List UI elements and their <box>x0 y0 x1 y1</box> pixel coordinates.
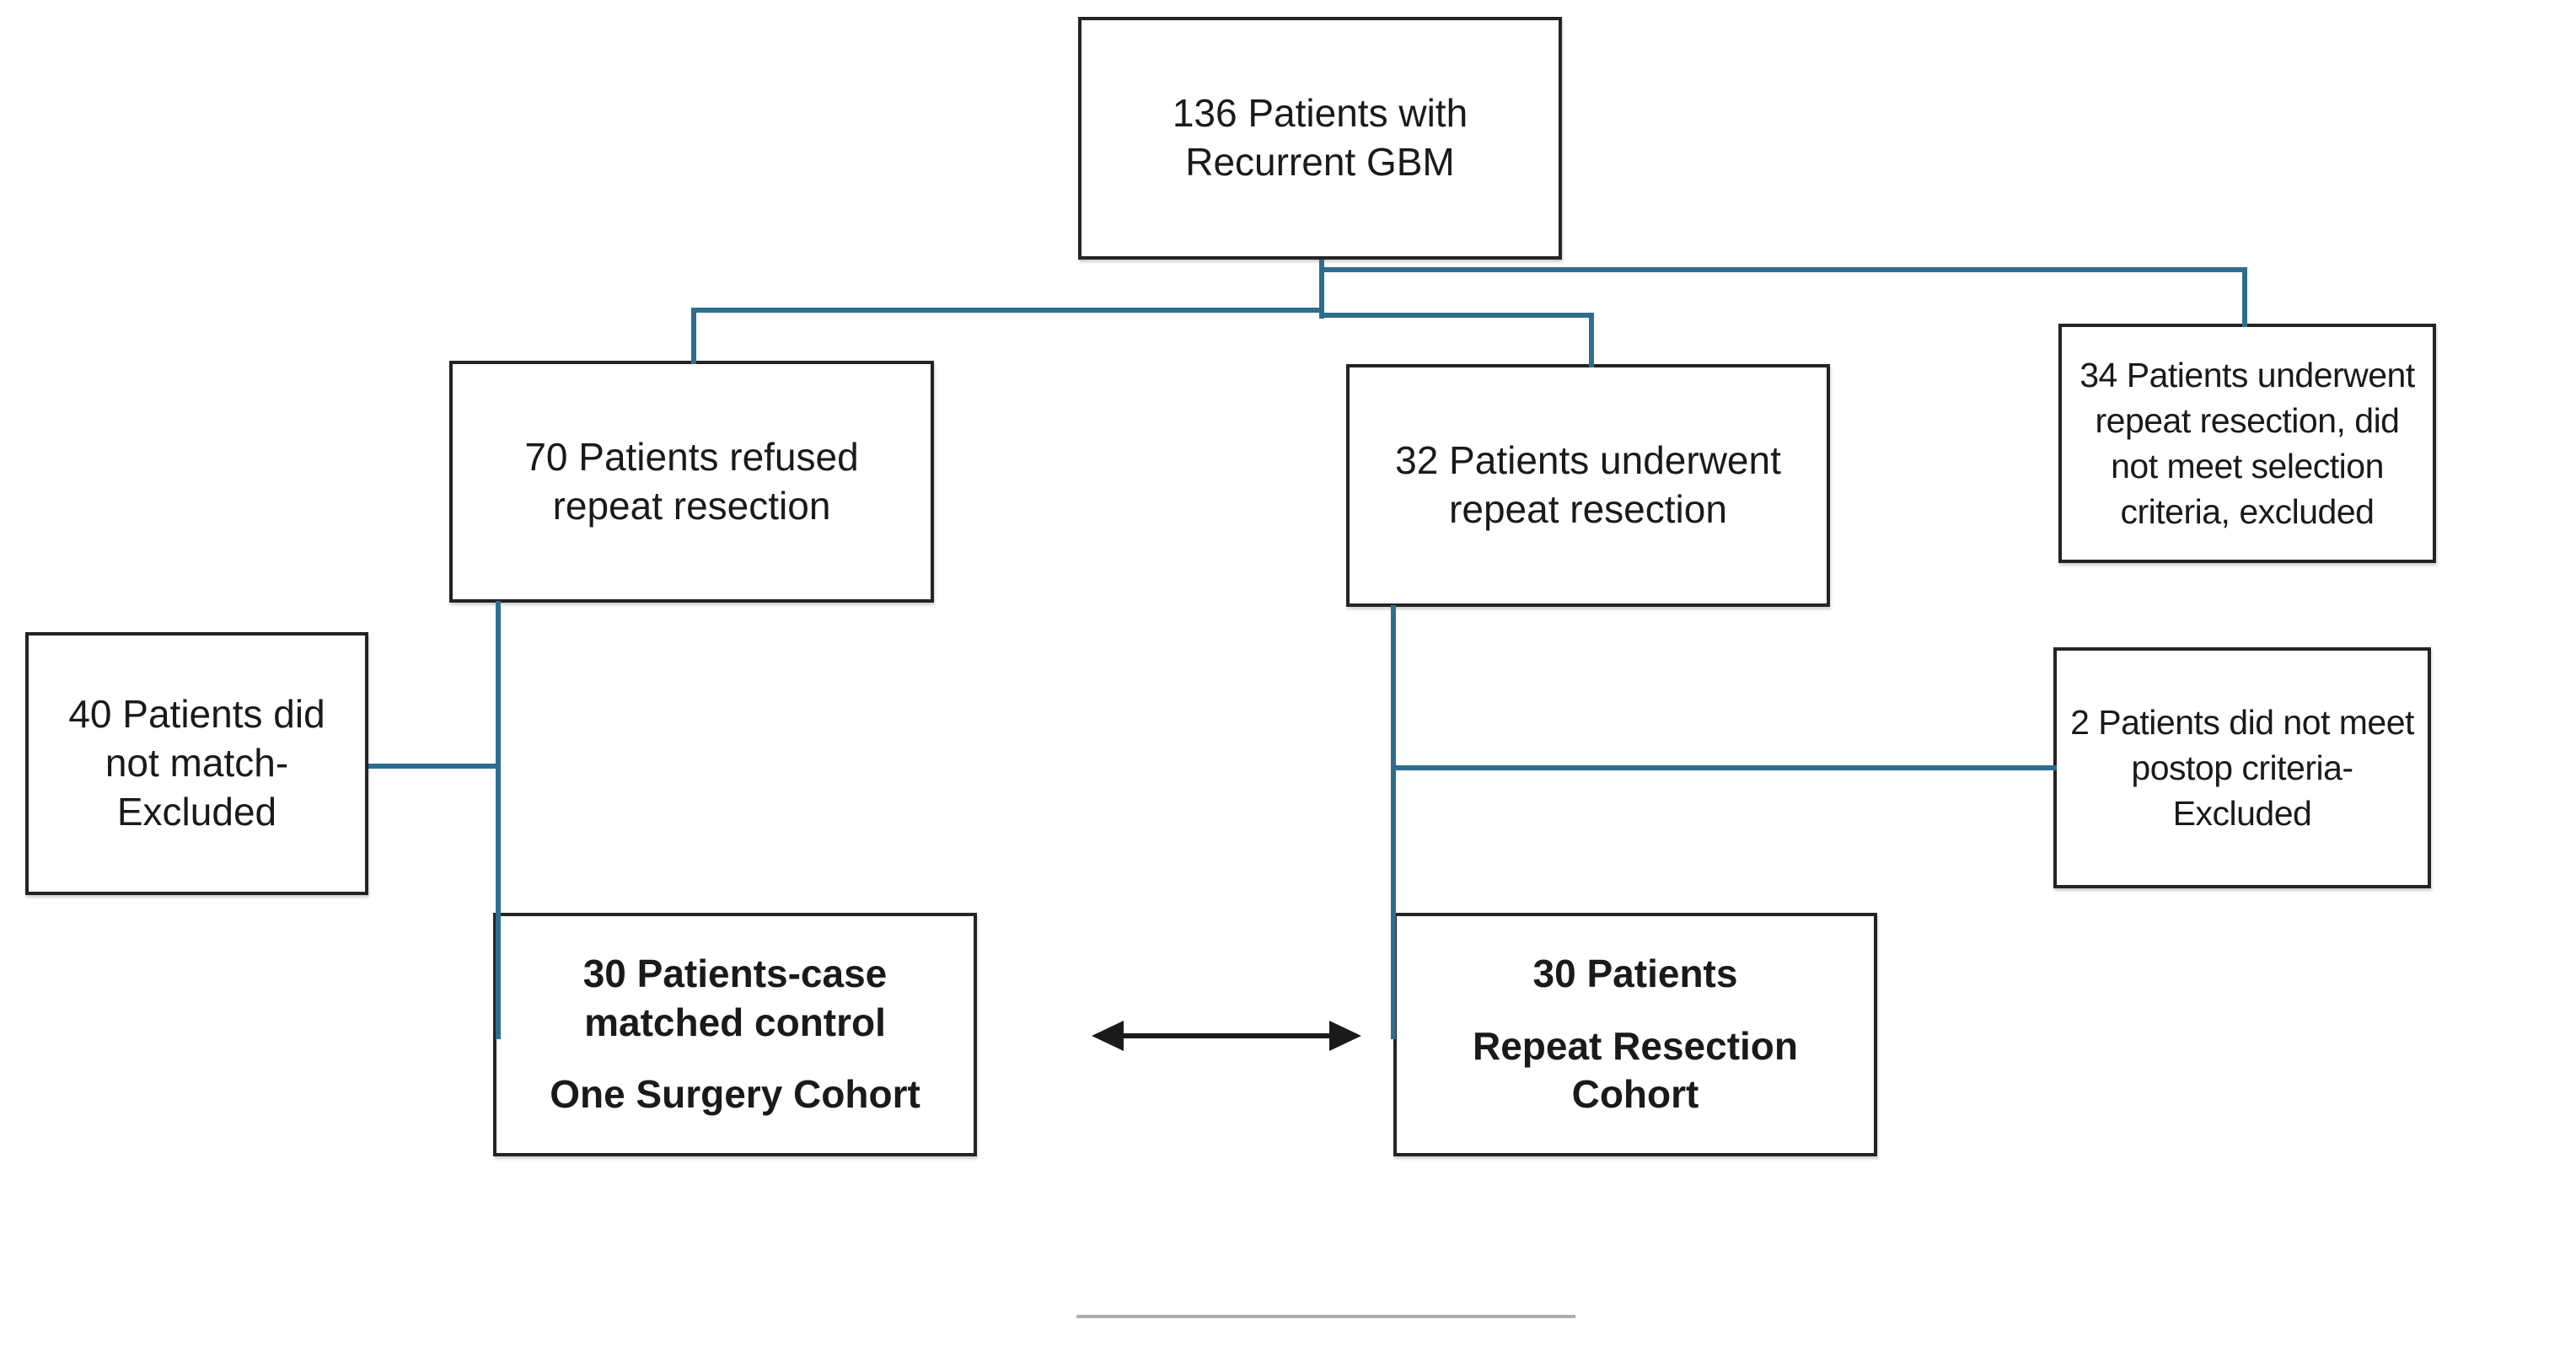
connector-left-branch-vertical <box>496 601 501 1039</box>
divider-line <box>1076 1315 1575 1318</box>
box-excluded-selection-criteria: 34 Patients underwent repeat resection, … <box>2058 324 2436 563</box>
box-one-surgery-cohort: 30 Patients-case matched control One Sur… <box>493 913 977 1156</box>
box-repeat-resection-cohort-line2: Repeat Resection Cohort <box>1472 1023 1798 1117</box>
connector-postop-horizontal <box>1391 765 2057 770</box>
connector-no-match-horizontal <box>368 764 501 769</box>
arrow-shaft <box>1112 1033 1341 1038</box>
box-one-surgery-cohort-line2: One Surgery Cohort <box>550 1072 920 1117</box>
box-repeat-resection-cohort: 30 Patients Repeat Resection Cohort <box>1393 913 1877 1156</box>
box-one-surgery-cohort-line1: 30 Patients-case matched control <box>582 951 888 1044</box>
box-excluded-postop-criteria-label: 2 Patients did not meet postop criteria-… <box>2070 702 2414 834</box>
box-refused-resection: 70 Patients refused repeat resection <box>449 361 934 603</box>
box-underwent-resection: 32 Patients underwent repeat resection <box>1346 364 1830 607</box>
connector-right-drop <box>2242 267 2247 327</box>
connector-left-horizontal <box>691 308 1324 313</box>
box-total-patients-label: 136 Patients with Recurrent GBM <box>1172 91 1468 184</box>
connector-left-drop <box>691 308 696 364</box>
box-refused-resection-label: 70 Patients refused repeat resection <box>524 434 859 528</box>
connector-top-right-horizontal <box>1319 267 2247 272</box>
connector-middle-horizontal <box>1319 313 1594 318</box>
arrowhead-right-icon <box>1329 1021 1361 1051</box>
box-excluded-postop-criteria: 2 Patients did not meet postop criteria-… <box>2053 647 2431 888</box>
connector-top-stem <box>1319 260 1324 319</box>
box-total-patients: 136 Patients with Recurrent GBM <box>1078 17 1562 260</box>
box-excluded-no-match: 40 Patients did not match- Excluded <box>25 632 368 895</box>
box-excluded-no-match-label: 40 Patients did not match- Excluded <box>68 692 325 834</box>
box-excluded-selection-criteria-label: 34 Patients underwent repeat resection, … <box>2080 355 2415 532</box>
box-underwent-resection-label: 32 Patients underwent repeat resection <box>1395 438 1781 531</box>
box-repeat-resection-cohort-line1: 30 Patients <box>1532 951 1738 995</box>
double-arrow-icon <box>1092 1019 1361 1053</box>
connector-middle-branch-vertical <box>1391 605 1396 1039</box>
connector-middle-drop <box>1589 313 1594 367</box>
